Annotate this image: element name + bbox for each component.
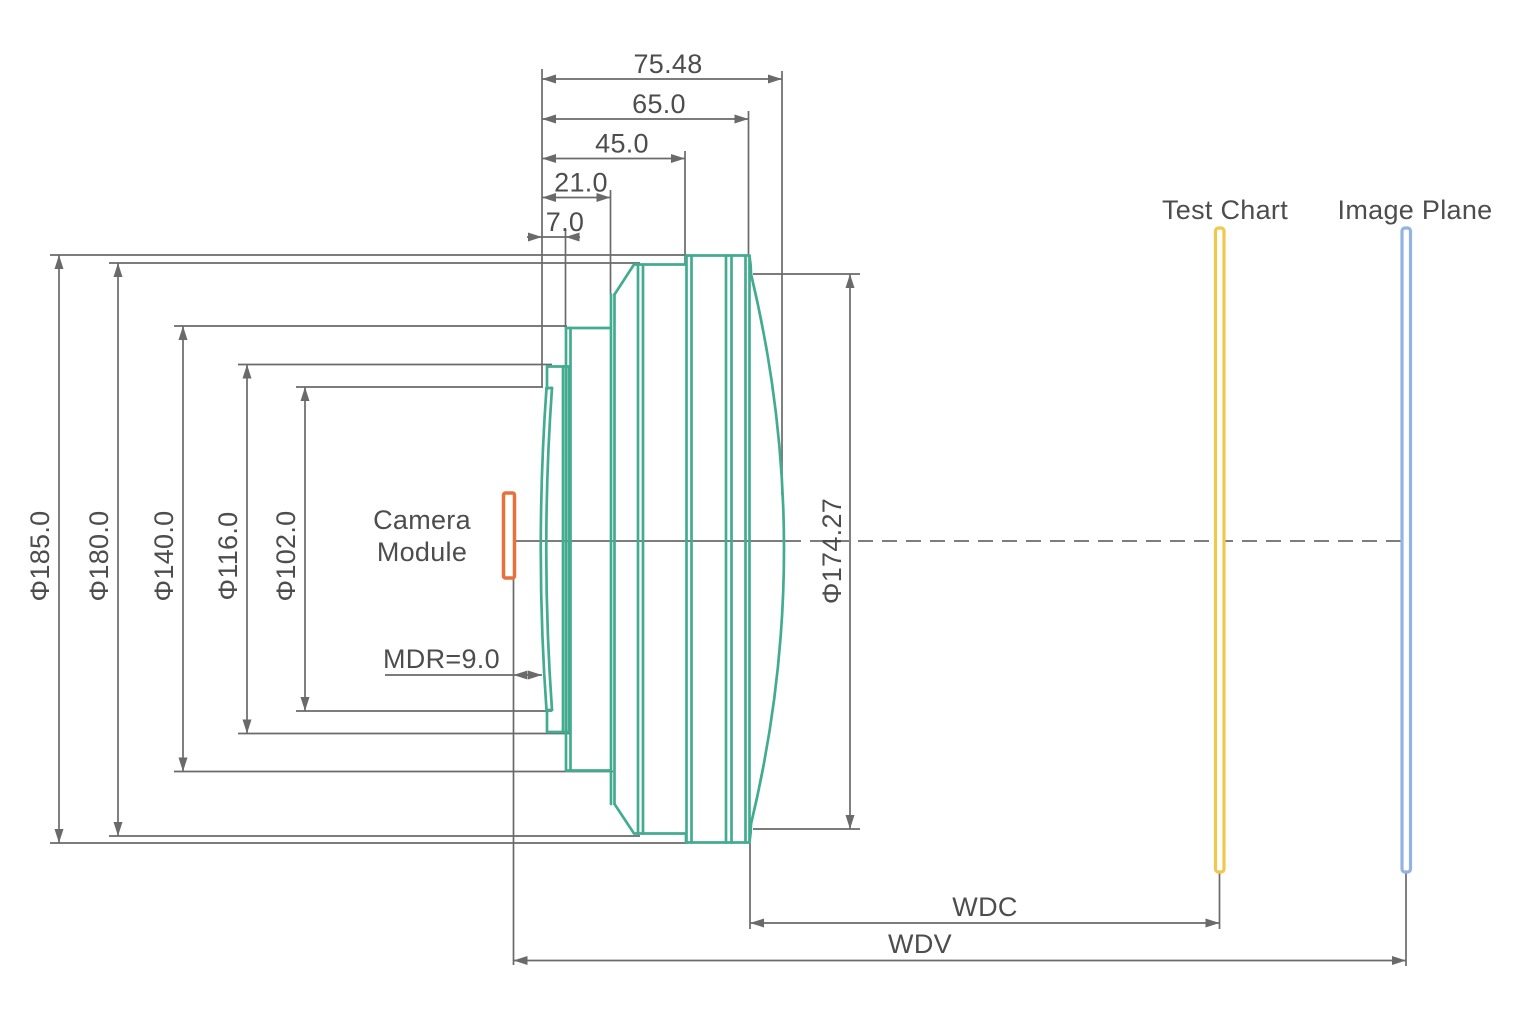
arrow-65-left bbox=[542, 114, 556, 124]
dimension-d185-label: Φ185.0 bbox=[25, 511, 55, 602]
arrow-45-right bbox=[671, 154, 685, 163]
barrel-step-wall bbox=[609, 293, 616, 806]
arrow-75-right bbox=[768, 74, 782, 84]
dimension-d174-label: Φ174.27 bbox=[817, 498, 847, 604]
wdv-label: WDV bbox=[888, 929, 952, 959]
arrow-wdc-right bbox=[1205, 918, 1220, 928]
rear-glass-inner-surface bbox=[544, 386, 554, 712]
arrow-mdr-left bbox=[513, 670, 528, 680]
arrow-d116-top bbox=[242, 364, 252, 379]
front-glass-top-edge bbox=[748, 254, 753, 276]
camera-module-bar bbox=[501, 491, 517, 580]
dimension-d116-label: Φ116.0 bbox=[213, 512, 243, 601]
test-chart-bar bbox=[1213, 226, 1226, 874]
arrow-65-right bbox=[734, 114, 749, 124]
arrow-7-right bbox=[565, 232, 580, 242]
arrow-d174-bottom bbox=[845, 815, 855, 829]
rear-flange bbox=[545, 365, 571, 734]
test-chart-symbol bbox=[1213, 226, 1226, 874]
front-glass-convex-surface bbox=[749, 272, 786, 826]
arrow-d116-bottom bbox=[242, 719, 252, 734]
arrow-wdc-left bbox=[750, 918, 764, 928]
camera-module-label-line2: Module bbox=[377, 537, 467, 567]
dimension-arrowheads bbox=[54, 74, 1406, 965]
dimension-d102-label: Φ102.0 bbox=[271, 511, 301, 602]
test-chart-label: Test Chart bbox=[1162, 195, 1288, 225]
arrow-d174-top bbox=[845, 274, 855, 288]
camera-module-symbol bbox=[501, 491, 517, 580]
dimension-d180-label: Φ180.0 bbox=[84, 511, 114, 602]
dimension-d140-label: Φ140.0 bbox=[149, 511, 179, 602]
drawing-labels: 75.48 65.0 45.0 21.0 7.0 Φ185.0 Φ180.0 Φ… bbox=[25, 49, 1492, 959]
arrow-7-left bbox=[528, 232, 542, 242]
dimension-rear-step-label: 21.0 bbox=[554, 168, 608, 198]
arrow-d140-top bbox=[178, 326, 188, 340]
arrow-75-left bbox=[542, 74, 556, 84]
arrow-d185-top bbox=[54, 255, 64, 269]
arrow-21-left bbox=[542, 193, 556, 202]
dimension-rear-face-label: 7.0 bbox=[546, 207, 584, 237]
rear-barrel-section bbox=[564, 326, 613, 772]
front-glass-bottom-edge bbox=[748, 822, 753, 844]
image-plane-symbol bbox=[1400, 226, 1413, 874]
arrow-d140-bottom bbox=[178, 757, 188, 772]
arrow-d180-top bbox=[113, 263, 123, 277]
wdc-label: WDC bbox=[952, 892, 1017, 922]
arrow-45-left bbox=[542, 154, 556, 163]
main-housing-outline bbox=[613, 254, 751, 844]
arrow-d102-top bbox=[300, 387, 310, 401]
arrow-wdv-right bbox=[1392, 956, 1406, 965]
dimension-total-length-label: 75.48 bbox=[633, 49, 702, 79]
arrow-d102-bottom bbox=[300, 697, 310, 711]
camera-module-label-line1: Camera bbox=[373, 505, 472, 535]
image-plane-bar bbox=[1400, 226, 1413, 874]
dimension-front-face-label: 65.0 bbox=[632, 89, 686, 119]
image-plane-label: Image Plane bbox=[1338, 195, 1493, 225]
arrow-mdr-right bbox=[528, 670, 542, 680]
arrow-wdv-left bbox=[513, 956, 528, 965]
rear-glass-outer-surface bbox=[539, 386, 548, 712]
lens-assembly-outline bbox=[539, 254, 786, 844]
arrow-d180-bottom bbox=[113, 822, 123, 836]
dimension-mid-step-label: 45.0 bbox=[595, 129, 649, 159]
mdr-label: MDR=9.0 bbox=[383, 644, 500, 674]
arrow-d185-bottom bbox=[54, 829, 64, 843]
arrow-21-right bbox=[596, 193, 611, 202]
